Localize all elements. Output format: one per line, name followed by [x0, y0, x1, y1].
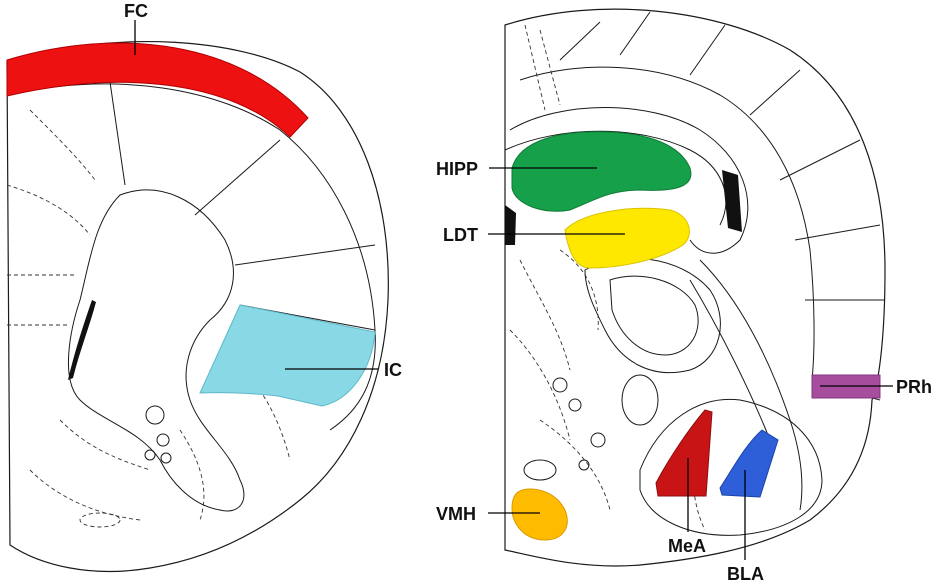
- left-brain-section: FC IC: [6, 1, 402, 573]
- hipp-region: [511, 131, 692, 212]
- left-nucleus-circle-2: [156, 433, 170, 447]
- right-nucleus-circle-3: [590, 432, 606, 448]
- vmh-region: [511, 488, 568, 541]
- left-nucleus-circle-3: [144, 449, 156, 461]
- right-internal-capsule-2: [689, 279, 771, 441]
- bla-region: [719, 429, 779, 498]
- right-hypothalamus-dash-1: [519, 259, 571, 371]
- left-cortex-dash-4: [29, 109, 96, 181]
- right-cortex-dash-1: [524, 24, 546, 111]
- fc-label: FC: [124, 1, 148, 21]
- left-cortex-dash-1: [6, 184, 91, 236]
- left-striatum-outline: [68, 189, 245, 512]
- bla-label: BLA: [727, 564, 764, 584]
- left-cortex-line-5: [109, 81, 126, 186]
- left-inner-dash-1: [59, 419, 151, 471]
- right-nucleus-ellipse-2: [523, 459, 557, 481]
- hipp-label: HIPP: [436, 159, 478, 179]
- right-cortex-boundary: [519, 66, 815, 381]
- right-nucleus-circle-2: [568, 398, 582, 412]
- ic-label: IC: [384, 360, 402, 380]
- right-cortex-line-4: [749, 69, 801, 116]
- fc-region: [6, 42, 309, 138]
- right-hypothalamus-dash-2: [509, 329, 571, 441]
- right-cortex-line-1: [559, 21, 601, 61]
- left-cortex-line-7: [234, 244, 376, 266]
- right-thalamus-outline: [584, 257, 721, 374]
- right-internal-capsule: [699, 259, 803, 511]
- right-hypothalamus-dash-3: [539, 419, 611, 511]
- right-cortex-line-2: [619, 11, 651, 56]
- right-cortex-line-3: [689, 24, 726, 76]
- left-cortex-line-6: [194, 139, 281, 216]
- prh-label: PRh: [896, 377, 932, 397]
- right-ventricle-1: [722, 170, 742, 232]
- mea-region: [655, 409, 713, 497]
- right-nucleus-circle-4: [578, 459, 590, 471]
- left-nucleus-circle-1: [145, 405, 165, 425]
- right-ventricle-2: [505, 205, 516, 245]
- ldt-region: [564, 207, 690, 269]
- right-hippocampus-outline: [509, 107, 749, 254]
- left-inner-dash-4: [179, 429, 205, 521]
- right-brain-section: HIPP LDT PRh VMH MeA BLA: [436, 8, 932, 584]
- left-nucleus-ellipse: [79, 512, 121, 528]
- right-cortex-dash-2: [539, 29, 561, 106]
- vmh-label: VMH: [436, 504, 476, 524]
- right-hypothalamus-dash-4: [559, 249, 599, 331]
- ic-region: [199, 304, 376, 407]
- right-nucleus-ellipse-1: [621, 374, 659, 426]
- right-nucleus-circle-1: [552, 377, 568, 393]
- left-nucleus-circle-4: [160, 452, 172, 464]
- left-cortex-boundary: [6, 83, 376, 431]
- ldt-label: LDT: [443, 225, 478, 245]
- right-thalamus-inner: [609, 275, 699, 356]
- right-cortex-line-5: [779, 139, 861, 181]
- left-ventricle: [68, 300, 96, 380]
- left-inner-dash-3: [229, 359, 291, 461]
- right-cortex-line-6: [794, 224, 881, 241]
- mea-label: MeA: [668, 536, 706, 556]
- left-section-outline: [6, 41, 389, 573]
